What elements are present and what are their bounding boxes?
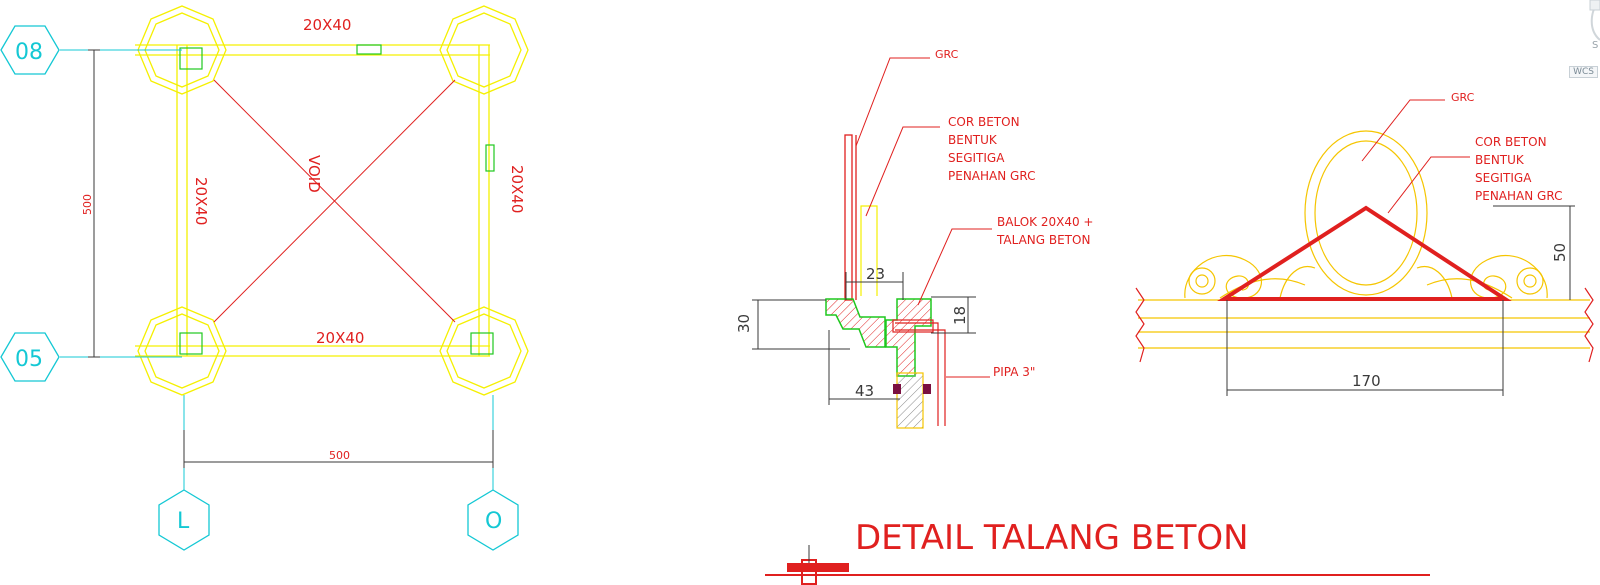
title-block: DETAIL TALANG BETON — [765, 518, 1430, 585]
column-top-right — [439, 5, 529, 95]
beams — [135, 44, 490, 357]
grid-lines — [60, 49, 494, 490]
wcs-button[interactable]: WCS — [1569, 66, 1598, 78]
void-label: VOID — [305, 155, 323, 193]
beam-label-right: 20X40 — [508, 165, 526, 213]
drawing-title: DETAIL TALANG BETON — [855, 518, 1249, 558]
section-detail: 23 30 18 43 GRC COR BETON BENTUK SEGITIG… — [735, 48, 1093, 429]
dimension-horizontal — [183, 430, 494, 468]
grid-bubble-O[interactable]: O — [467, 489, 519, 551]
section-cor-label-1: COR BETON — [948, 115, 1020, 129]
dimension-30: 30 — [735, 314, 753, 333]
beam-label-top: 20X40 — [303, 16, 351, 34]
plan-view: VOID 20X40 20X40 20X40 20X40 08 05 L O — [0, 5, 529, 551]
grid-bubble-08-label: 08 — [15, 40, 43, 65]
section-cor-label-4: PENAHAN GRC — [948, 169, 1035, 183]
elevation-cor-label-2: BENTUK — [1475, 153, 1525, 167]
grc-ornament — [1184, 130, 1548, 299]
dimension-vertical — [88, 49, 100, 358]
dimension-vertical-label: 500 — [81, 194, 94, 215]
section-cor-label-3: SEGITIGA — [948, 151, 1005, 165]
grid-bubble-05[interactable]: 05 — [0, 332, 60, 382]
dimension-18: 18 — [951, 306, 969, 325]
svg-text:S: S — [1592, 40, 1598, 51]
column-bottom-right — [439, 306, 529, 396]
beam-label-left: 20X40 — [192, 177, 210, 225]
grid-bubble-08[interactable]: 08 — [0, 25, 60, 75]
section-balok-label-1: BALOK 20X40 + — [997, 215, 1093, 229]
elevation-dim-50: 50 — [1551, 243, 1569, 262]
elevation-cor-label-1: COR BETON — [1475, 135, 1547, 149]
section-cor-label-2: BENTUK — [948, 133, 998, 147]
section-balok-label-2: TALANG BETON — [996, 233, 1090, 247]
concrete-triangle — [1217, 205, 1512, 301]
elevation-dim-170: 170 — [1352, 372, 1381, 390]
grid-bubble-L-label: L — [177, 509, 190, 534]
void-diagonals — [213, 79, 456, 323]
beam-label-bottom: 20X40 — [316, 329, 364, 347]
section-grc-label: GRC — [935, 48, 959, 61]
grid-bubble-L[interactable]: L — [158, 489, 210, 551]
column-top-left — [137, 5, 227, 95]
elevation-cor-label-4: PENAHAN GRC — [1475, 189, 1562, 203]
dimension-horizontal-label: 500 — [329, 449, 350, 462]
column-stubs — [179, 44, 495, 355]
view-cube-widget[interactable]: S — [1560, 0, 1600, 90]
dimension-23: 23 — [866, 265, 885, 283]
elevation-grc-label: GRC — [1451, 91, 1475, 104]
grid-bubble-05-label: 05 — [15, 347, 43, 372]
column-bottom-left — [137, 306, 227, 396]
dimension-43: 43 — [855, 382, 874, 400]
grid-bubble-O-label: O — [485, 509, 502, 534]
elevation-detail: 170 50 GRC COR BETON BENTUK SEGITIGA PEN… — [1135, 91, 1594, 396]
section-pipa-label: PIPA 3" — [993, 365, 1035, 379]
elevation-cor-label-3: SEGITIGA — [1475, 171, 1532, 185]
